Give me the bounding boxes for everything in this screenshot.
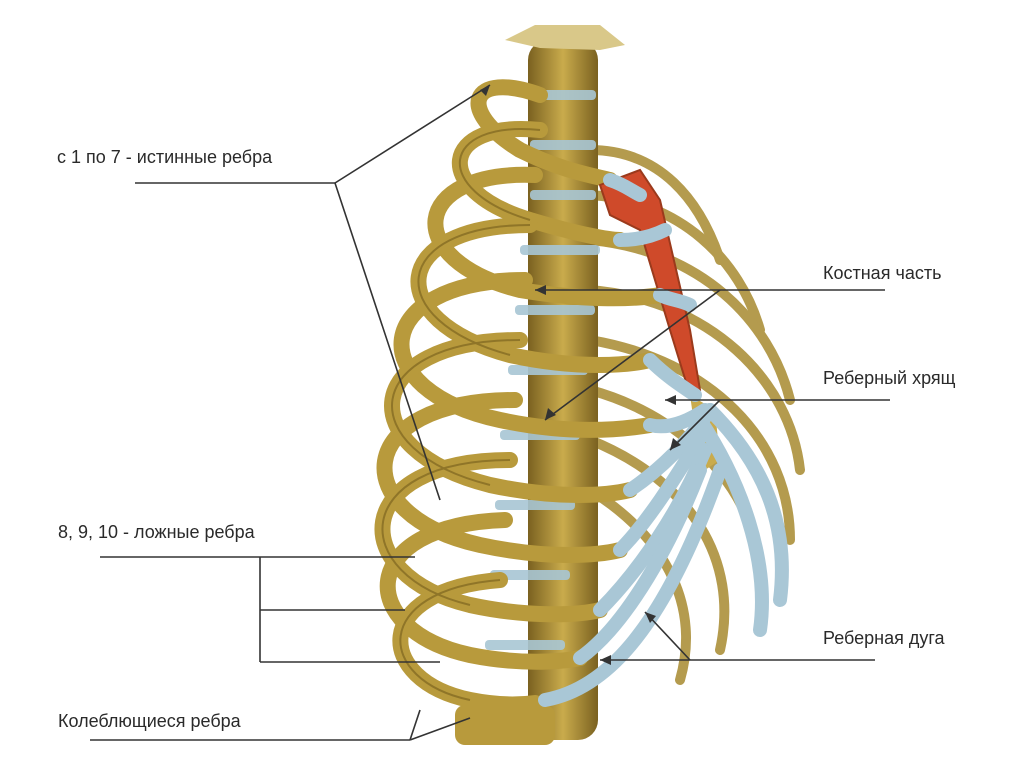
arrowheads [480, 85, 681, 665]
costal-cartilage [538, 173, 789, 707]
leader-lines [90, 84, 890, 741]
label-true-ribs: с 1 по 7 - истинные ребра [57, 147, 273, 167]
label-costal-arch: Реберная дуга [823, 628, 945, 648]
label-floating-ribs: Колеблющиеся ребра [58, 711, 241, 731]
label-bony-part: Костная часть [823, 263, 942, 283]
spine [455, 25, 625, 745]
label-false-ribs: 8, 9, 10 - ложные ребра [58, 522, 255, 542]
label-costal-cartilage: Реберный хрящ [823, 368, 956, 388]
